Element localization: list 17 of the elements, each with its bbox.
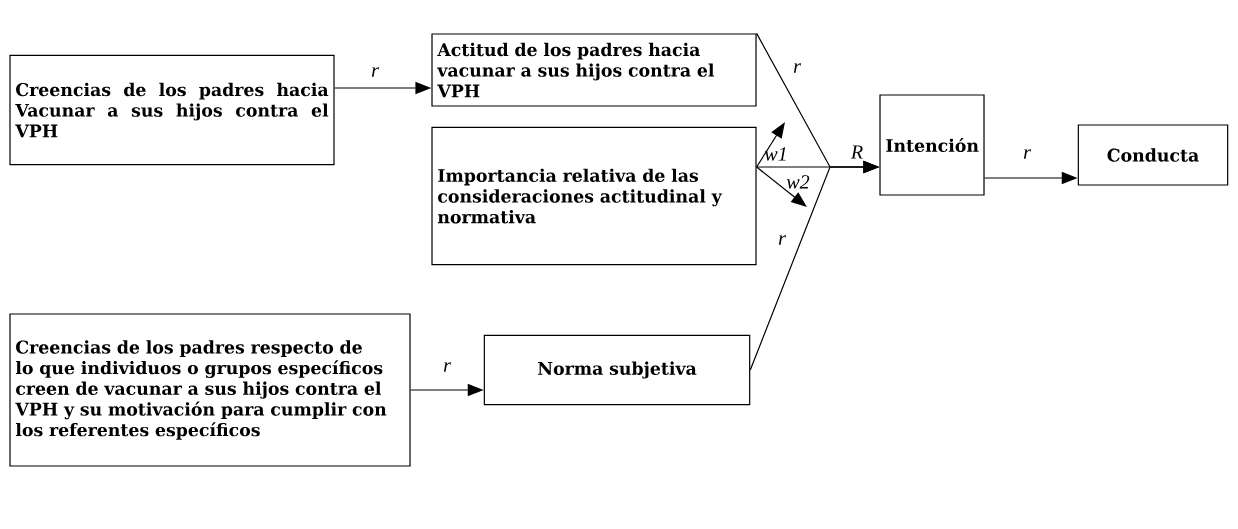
text-box: Intención: [879, 94, 985, 196]
text-box: Norma subjetiva: [483, 334, 751, 406]
edge-label: w1: [764, 147, 786, 161]
edge-label: r: [1023, 149, 1031, 159]
edge-label: r: [371, 67, 379, 77]
text-box: Creencias de los padres hacia Vacunar a sus hijos contra el VPH: [9, 54, 335, 166]
arrow: [756, 166, 807, 207]
variable-label: R: [850, 145, 863, 159]
arrow: [756, 122, 785, 168]
text-box: Conducta: [1077, 124, 1229, 186]
edge-label: w2: [786, 175, 810, 189]
text-box: Creencias de los padres respecto de lo que individuos o grupos específicos creen de vacunar a sus hijos contra el VPH y su motivación para cumplir con los referentes específicos: [9, 313, 411, 467]
edge-label: r: [778, 235, 786, 245]
edge-label: r: [443, 362, 451, 372]
text-box: Actitud de los padres hacia vacunar a sus hijos contra el VPH: [431, 33, 757, 107]
edge-label: r: [793, 63, 801, 73]
text-box: Importancia relativa de las consideraciones actitudinal y normativa: [431, 126, 757, 266]
